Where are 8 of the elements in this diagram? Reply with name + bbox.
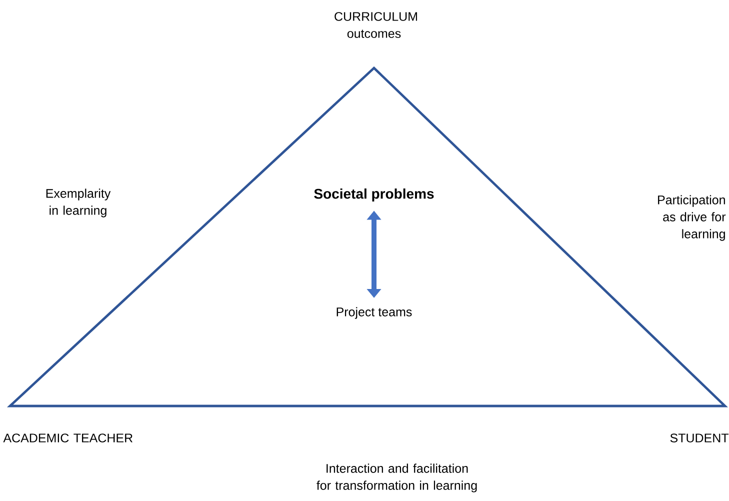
side-label: Participation as drive for learning [658, 195, 726, 241]
corner-label: ACADEMIC TEACHER [3, 434, 132, 442]
corner-label: STUDENT [670, 434, 728, 442]
node-text: Societal problems [314, 188, 434, 202]
corner-label: CURRICULUM outcomes [334, 12, 417, 38]
node-text: Project teams [336, 307, 412, 319]
side-label: Exemplarity in learning [46, 188, 111, 218]
side-label: Interaction and facilitation for transformation in learning [316, 464, 477, 492]
